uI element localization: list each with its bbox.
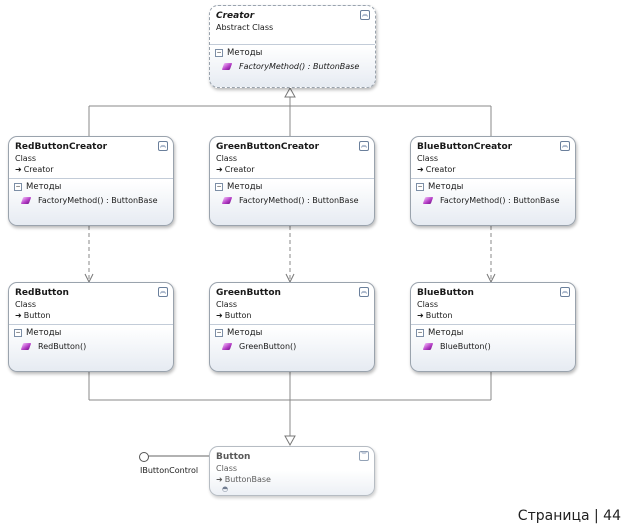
method-icon xyxy=(221,197,233,204)
class-parent: Button xyxy=(425,311,453,320)
section-label: Методы xyxy=(26,182,62,192)
inheritance-to-creator xyxy=(88,86,492,136)
class-green-button-creator[interactable]: GreenButtonCreator Class ➜Creator ︽ −Мет… xyxy=(209,136,375,226)
method-signature: RedButton() xyxy=(38,342,87,351)
double-chevron-down-icon[interactable]: ︾ xyxy=(359,451,369,461)
collapse-section-icon[interactable]: − xyxy=(14,183,22,191)
methods-section: −Методы FactoryMethod() : ButtonBase xyxy=(9,178,173,207)
methods-section: −Методы FactoryMethod() : ButtonBase xyxy=(411,178,575,207)
collapse-section-icon[interactable]: − xyxy=(416,183,424,191)
class-title: GreenButton xyxy=(216,288,281,298)
method-signature: BlueButton() xyxy=(440,342,491,351)
double-chevron-up-icon[interactable]: ︽ xyxy=(359,141,369,151)
inheritance-arrow-icon: ➜ xyxy=(216,165,223,174)
interface-lollipop-icon xyxy=(139,452,149,462)
double-chevron-up-icon[interactable]: ︽ xyxy=(359,287,369,297)
class-title: GreenButtonCreator xyxy=(216,142,320,152)
class-kind: Class xyxy=(417,300,439,309)
methods-section: −Методы FactoryMethod() : ButtonBase xyxy=(210,44,375,73)
class-title: BlueButtonCreator xyxy=(417,142,513,152)
method-item[interactable]: RedButton() xyxy=(14,340,168,353)
method-signature: FactoryMethod() : ButtonBase xyxy=(239,196,359,205)
class-title: RedButtonCreator xyxy=(15,142,108,152)
double-chevron-up-icon[interactable]: ︽ xyxy=(560,287,570,297)
class-kind: Class xyxy=(216,464,238,473)
method-icon xyxy=(20,343,32,350)
double-chevron-up-icon[interactable]: ︽ xyxy=(560,141,570,151)
class-kind: Abstract Class xyxy=(216,23,274,32)
method-item[interactable]: FactoryMethod() : ButtonBase xyxy=(215,60,370,73)
double-chevron-up-icon[interactable]: ︽ xyxy=(158,141,168,151)
class-green-button[interactable]: GreenButton Class ➜Button ︽ −Методы Gree… xyxy=(209,282,375,372)
method-signature: FactoryMethod() : ButtonBase xyxy=(38,196,158,205)
class-kind: Class xyxy=(216,300,238,309)
class-kind: Class xyxy=(417,154,439,163)
methods-section: −Методы BlueButton() xyxy=(411,324,575,353)
method-item[interactable]: GreenButton() xyxy=(215,340,369,353)
class-parent: Creator xyxy=(23,165,54,174)
section-label: Методы xyxy=(428,182,464,192)
page-number: Страница | 44 xyxy=(517,508,621,524)
class-parent: Creator xyxy=(425,165,456,174)
class-red-button[interactable]: RedButton Class ➜Button ︽ −Методы RedBut… xyxy=(8,282,174,372)
class-red-button-creator[interactable]: RedButtonCreator Class ➜Creator ︽ −Метод… xyxy=(8,136,174,226)
method-item[interactable]: FactoryMethod() : ButtonBase xyxy=(416,194,570,207)
interface-implemented-icon: ◓ xyxy=(222,485,229,493)
class-button[interactable]: Button Class ➜ButtonBase ◓ ︾ xyxy=(209,446,375,496)
collapse-section-icon[interactable]: − xyxy=(215,183,223,191)
inheritance-arrow-icon: ➜ xyxy=(417,311,424,320)
class-parent: Creator xyxy=(224,165,255,174)
inheritance-arrow-icon: ➜ xyxy=(15,165,22,174)
inheritance-arrow-icon: ➜ xyxy=(216,311,223,320)
collapse-section-icon[interactable]: − xyxy=(14,329,22,337)
section-label: Методы xyxy=(227,328,263,338)
section-label: Методы xyxy=(26,328,62,338)
section-label: Методы xyxy=(428,328,464,338)
section-label: Методы xyxy=(227,48,263,58)
method-signature: FactoryMethod() : ButtonBase xyxy=(440,196,560,205)
class-creator[interactable]: Creator Abstract Class ︽ −Методы Factory… xyxy=(209,5,376,88)
class-parent: ButtonBase xyxy=(224,475,271,484)
class-parent: Button xyxy=(224,311,252,320)
class-blue-button[interactable]: BlueButton Class ➜Button ︽ −Методы BlueB… xyxy=(410,282,576,372)
method-signature: FactoryMethod() : ButtonBase xyxy=(239,62,360,71)
inheritance-arrow-icon: ➜ xyxy=(417,165,424,174)
class-kind: Class xyxy=(216,154,238,163)
methods-section: −Методы RedButton() xyxy=(9,324,173,353)
methods-section: −Методы GreenButton() xyxy=(210,324,374,353)
dependency-arrows xyxy=(88,226,492,280)
section-label: Методы xyxy=(227,182,263,192)
method-icon xyxy=(422,343,434,350)
inheritance-to-button xyxy=(88,372,492,447)
class-title: Creator xyxy=(216,11,255,21)
class-title: BlueButton xyxy=(417,288,474,298)
interface-label: IButtonControl xyxy=(140,466,199,475)
inheritance-arrow-icon: ➜ xyxy=(15,311,22,320)
method-item[interactable]: FactoryMethod() : ButtonBase xyxy=(215,194,369,207)
class-title: RedButton xyxy=(15,288,69,298)
class-kind: Class xyxy=(15,300,37,309)
method-signature: GreenButton() xyxy=(239,342,297,351)
method-icon xyxy=(221,343,233,350)
class-kind: Class xyxy=(15,154,37,163)
methods-section: −Методы FactoryMethod() : ButtonBase xyxy=(210,178,374,207)
collapse-section-icon[interactable]: − xyxy=(215,329,223,337)
double-chevron-up-icon[interactable]: ︽ xyxy=(158,287,168,297)
method-item[interactable]: FactoryMethod() : ButtonBase xyxy=(14,194,168,207)
method-icon xyxy=(20,197,32,204)
class-title: Button xyxy=(216,452,251,462)
class-parent: Button xyxy=(23,311,51,320)
method-icon xyxy=(422,197,434,204)
class-blue-button-creator[interactable]: BlueButtonCreator Class ➜Creator ︽ −Мето… xyxy=(410,136,576,226)
double-chevron-up-icon[interactable]: ︽ xyxy=(360,10,370,20)
method-item[interactable]: BlueButton() xyxy=(416,340,570,353)
method-icon xyxy=(221,63,233,70)
inheritance-arrow-icon: ➜ xyxy=(216,475,223,484)
collapse-section-icon[interactable]: − xyxy=(215,49,223,57)
collapse-section-icon[interactable]: − xyxy=(416,329,424,337)
